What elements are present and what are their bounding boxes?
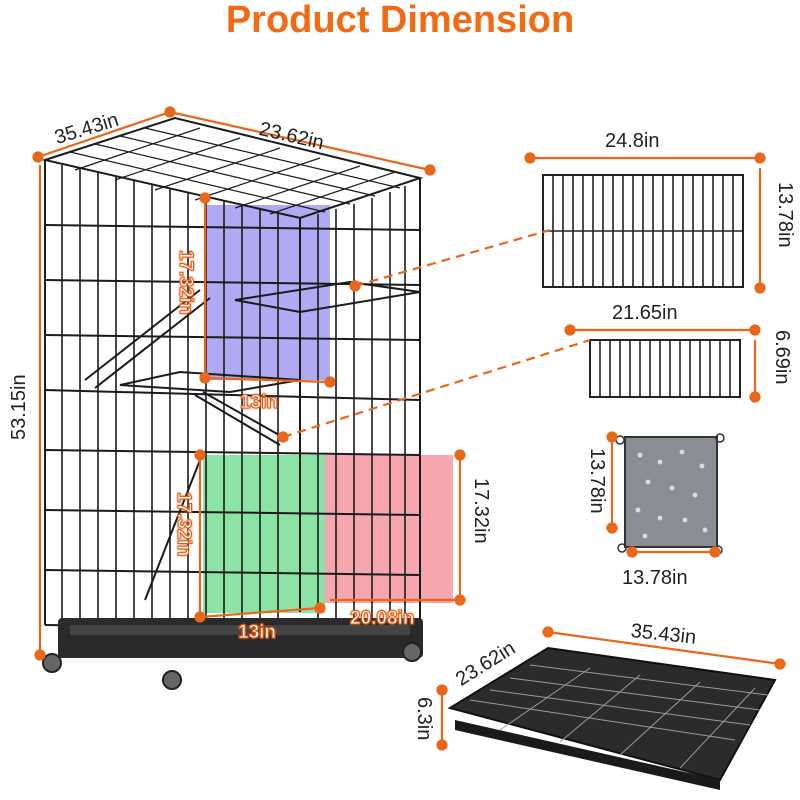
- top-door-overlay: [205, 205, 330, 380]
- top-door-width-label: 13in: [239, 392, 279, 414]
- small-shelf-width-label: 21.65in: [612, 302, 678, 324]
- wheel: [402, 642, 422, 662]
- top-door-height-label: 17.32in: [175, 250, 197, 315]
- hammock-illustration: [615, 433, 725, 555]
- large-shelf-illustration: [542, 174, 744, 288]
- small-shelf-height-label: 6.69in: [771, 330, 793, 385]
- large-shelf-width-label: 24.8in: [605, 130, 660, 152]
- page-title: Product Dimension: [225, 0, 575, 41]
- hammock-width-label: 13.78in: [622, 567, 688, 589]
- wheel: [42, 653, 62, 673]
- hammock-height-label: 13.78in: [586, 448, 608, 514]
- side-door-height-label: 17.32in: [470, 478, 492, 544]
- front-door-overlay: [203, 455, 325, 613]
- dimension-lines: [32, 106, 786, 751]
- tray-height-label: 6.3in: [413, 697, 435, 741]
- cage-height-label: 53.15in: [8, 374, 30, 440]
- cage-illustration: [41, 116, 453, 690]
- side-door-width-label: 20.08in: [349, 608, 415, 630]
- wheel: [162, 670, 182, 690]
- front-door-width-label: 13in: [237, 622, 277, 644]
- large-shelf-height-label: 13.78in: [774, 182, 796, 248]
- front-door-height-label: 17.32in: [173, 492, 195, 557]
- folded-cage-illustration: [447, 646, 777, 790]
- small-shelf-illustration: [589, 339, 741, 398]
- side-door-overlay: [325, 455, 453, 603]
